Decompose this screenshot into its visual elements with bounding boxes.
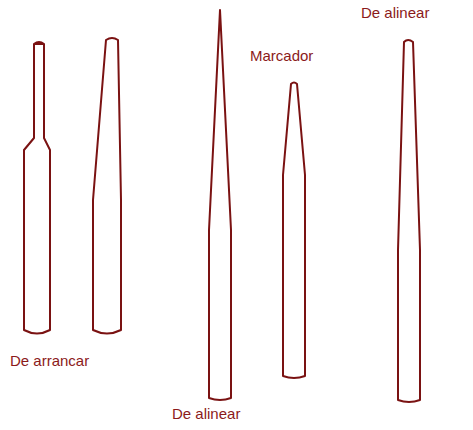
tool-label: Marcador: [250, 47, 313, 65]
taper-punch: [93, 38, 121, 334]
tool-label: De arrancar: [10, 352, 89, 370]
alignment-punch: [209, 10, 231, 400]
pin-punch: [24, 42, 50, 334]
tool-label: De alinear: [361, 4, 429, 22]
alignment-punch: [398, 40, 420, 402]
tool-label: De alinear: [172, 405, 240, 423]
center-punch: [283, 83, 305, 379]
punch-tip: [34, 43, 44, 45]
